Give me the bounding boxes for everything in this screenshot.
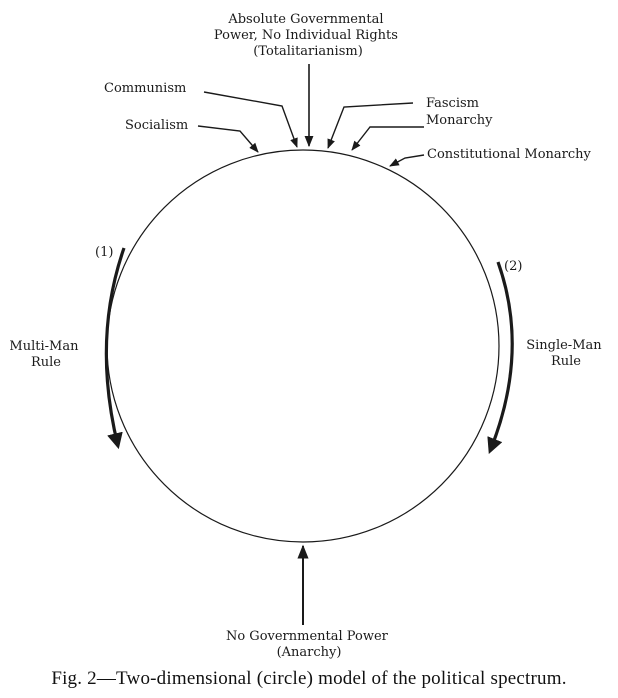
single-man-rule-arrow bbox=[487, 261, 514, 454]
spectrum-circle bbox=[106, 149, 500, 543]
constitutional-monarchy-arrow bbox=[389, 154, 425, 167]
monarchy-arrow bbox=[351, 126, 424, 151]
communism-label: Communism bbox=[104, 81, 186, 96]
constitutional-monarchy-label: Constitutional Monarchy bbox=[427, 147, 592, 162]
anarchy-label: No Governmental Power (Anarchy) bbox=[226, 629, 392, 660]
fascism-label: Fascism bbox=[426, 96, 479, 111]
multi-man-rule-label: Multi-Man Rule bbox=[9, 339, 82, 370]
fascism-arrow bbox=[327, 102, 414, 149]
socialism-arrow bbox=[197, 125, 259, 153]
right-arc-number: (2) bbox=[504, 259, 522, 274]
monarchy-label: Monarchy bbox=[426, 113, 493, 128]
left-arc-number: (1) bbox=[95, 245, 113, 260]
single-man-rule-label: Single-Man Rule bbox=[526, 338, 606, 369]
socialism-label: Socialism bbox=[125, 118, 188, 133]
figure-caption: Fig. 2—Two-dimensional (circle) model of… bbox=[51, 668, 567, 689]
totalitarianism-label: Absolute Governmental Power, No Individu… bbox=[214, 12, 402, 59]
communism-arrow bbox=[203, 91, 298, 148]
multi-man-rule-arrow bbox=[104, 247, 126, 450]
